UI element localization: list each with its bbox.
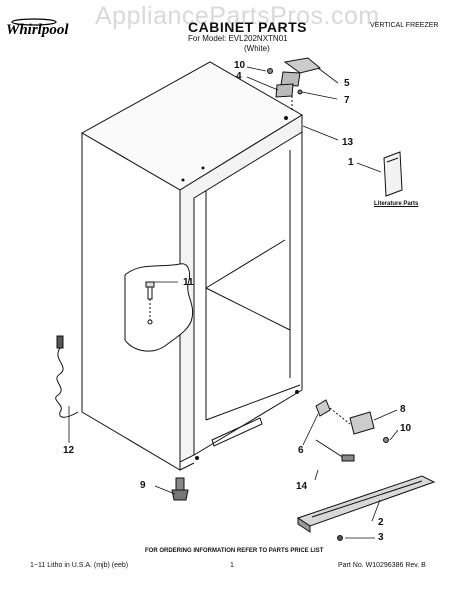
model-line: For Model: EVL202NXTN01 <box>188 34 288 43</box>
brand-logo: Whirlpool <box>6 22 69 38</box>
callout-8: 8 <box>400 404 406 415</box>
literature-booklet <box>383 151 403 197</box>
product-category: VERTICAL FREEZER <box>370 22 439 29</box>
callout-10-bottom: 10 <box>400 423 412 434</box>
leader-lines <box>68 66 399 539</box>
base-grille-part <box>296 475 436 533</box>
callout-10-top: 10 <box>234 60 246 71</box>
callout-12: 12 <box>63 445 75 456</box>
drain-lever-part <box>315 439 355 462</box>
callout-9: 9 <box>140 480 146 491</box>
callout-7: 7 <box>344 95 350 106</box>
ordering-note: FOR ORDERING INFORMATION REFER TO PARTS … <box>145 548 324 554</box>
power-cord-part <box>55 335 79 418</box>
part-number: Part No. W10296386 Rev. B <box>338 562 426 569</box>
bottom-hinge-parts <box>315 399 389 443</box>
callout-3: 3 <box>378 532 384 543</box>
callout-14: 14 <box>296 481 308 492</box>
screw-part <box>337 535 343 541</box>
callout-4: 4 <box>236 71 242 82</box>
callout-13: 13 <box>342 137 354 148</box>
whirlpool-logo-swoosh-icon <box>11 18 57 26</box>
callout-1: 1 <box>348 157 354 168</box>
cutaway-edge <box>124 263 194 352</box>
watermark-text: AppliancePartsPros.com <box>95 2 380 30</box>
shelf-pin-part <box>145 281 155 325</box>
color-line: (White) <box>244 44 270 53</box>
page-number: 1 <box>230 562 234 569</box>
page-title: CABINET PARTS <box>188 19 308 35</box>
leveling-leg-part <box>171 477 189 501</box>
callout-2: 2 <box>378 517 384 528</box>
callout-5: 5 <box>344 78 350 89</box>
callout-11: 11 <box>183 277 194 288</box>
top-hinge-parts <box>267 57 322 112</box>
cabinet-body <box>80 61 303 471</box>
callout-6: 6 <box>298 445 304 456</box>
footer-litho: 1−11 Litho in U.S.A. (mjb) (eeb) <box>30 562 129 569</box>
literature-parts-label: Literature Parts <box>374 201 419 207</box>
